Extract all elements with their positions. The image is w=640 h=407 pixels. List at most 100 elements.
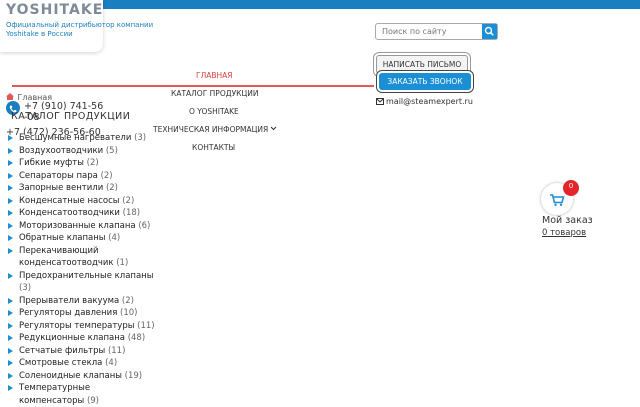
chevron-down-icon bbox=[270, 126, 277, 131]
cart-count-badge: 0 bbox=[563, 180, 579, 196]
arrow-right-icon bbox=[8, 322, 13, 329]
cart-icon bbox=[550, 194, 565, 206]
phone-number-2[interactable]: +7 (472) 236-56-60 bbox=[6, 127, 101, 138]
catalog-item-count: (5) bbox=[105, 145, 118, 156]
logo[interactable]: YOSHITAKE bbox=[6, 2, 104, 18]
catalog-item[interactable]: Обратные клапаны (4) bbox=[8, 232, 158, 245]
catalog-item-count: (11) bbox=[137, 320, 155, 331]
catalog-item-label[interactable]: Соленоидные клапаны bbox=[19, 370, 122, 381]
catalog-item-count: (2) bbox=[105, 183, 118, 193]
catalog-item-count: (18) bbox=[122, 208, 141, 218]
email-link[interactable]: mail@steamexpert.ru bbox=[386, 97, 473, 106]
catalog-item-label[interactable]: Регуляторы температуры bbox=[19, 320, 135, 331]
catalog-item[interactable]: Регуляторы температуры (11) bbox=[8, 320, 158, 333]
my-order-title[interactable]: Мой заказ bbox=[542, 215, 593, 226]
nav-item-contacts[interactable]: КОНТАКТЫ bbox=[192, 143, 236, 152]
catalog-item-count: (4) bbox=[105, 358, 118, 368]
catalog-item[interactable]: Регуляторы давления (10) bbox=[8, 307, 158, 320]
write-letter-button[interactable]: НАПИСАТЬ ПИСЬМО bbox=[376, 55, 468, 74]
nav-underline bbox=[12, 85, 374, 87]
catalog-item-count: (10) bbox=[120, 308, 138, 318]
arrow-right-icon bbox=[8, 210, 13, 216]
catalog-item-label[interactable]: Перекачивающий конденсатоотводчик bbox=[19, 245, 114, 269]
catalog-item-count: (6) bbox=[138, 220, 151, 231]
catalog-item[interactable]: Соленоидные клапаны (19) bbox=[8, 370, 158, 383]
catalog-item-label[interactable]: Сепараторы пара bbox=[19, 170, 98, 181]
phone-number-1-main[interactable]: +7 (910) 741-56 bbox=[24, 101, 104, 112]
breadcrumb-home[interactable]: Главная bbox=[17, 93, 53, 102]
catalog-item[interactable]: Сетчатые фильтры (11) bbox=[8, 345, 158, 358]
catalog-item-count: (2) bbox=[122, 195, 135, 206]
catalog-item-count: (3) bbox=[134, 133, 147, 143]
catalog-item-label[interactable]: Сетчатые фильтры bbox=[19, 345, 106, 356]
catalog-item-label[interactable]: Запорные вентили bbox=[19, 183, 104, 193]
cart-items-link[interactable]: 0 товаров bbox=[542, 228, 587, 238]
catalog-item[interactable]: Воздухоотводчики (5) bbox=[8, 145, 158, 158]
catalog-item-label[interactable]: Прерыватели вакуума bbox=[19, 295, 120, 306]
catalog-item-label[interactable]: Конденсатоотводчики bbox=[19, 208, 120, 218]
catalog-item-label[interactable]: Бесшумные нагреватели bbox=[19, 133, 132, 143]
logo-card[interactable]: YOSHITAKE Официальный дистрибьютор компа… bbox=[0, 0, 153, 52]
nav-item-home[interactable]: ГЛАВНАЯ bbox=[196, 71, 233, 80]
catalog-item-label[interactable]: Регуляторы давления bbox=[19, 308, 118, 318]
phone-icon bbox=[6, 101, 20, 115]
search-input[interactable] bbox=[376, 24, 482, 39]
phone-number-1-end[interactable]: -08 bbox=[24, 112, 40, 123]
nav-item-catalog[interactable]: КАТАЛОГ ПРОДУКЦИИ bbox=[171, 89, 259, 98]
catalog-item[interactable]: Прерыватели вакуума (2) bbox=[8, 295, 158, 308]
arrow-right-icon bbox=[8, 372, 13, 379]
catalog-item-count: (1) bbox=[116, 258, 129, 268]
arrow-right-icon bbox=[8, 160, 13, 166]
catalog-item-label[interactable]: Обратные клапаны bbox=[19, 233, 106, 243]
tagline-line2: Yoshitake в России bbox=[6, 30, 73, 38]
catalog-item-label[interactable]: Гибкие муфты bbox=[19, 158, 84, 168]
catalog-item-label[interactable]: Предохранительные клапаны bbox=[19, 270, 154, 281]
phone-number-1[interactable]: +7 (910) 741-56 -08 bbox=[24, 101, 103, 123]
nav-item-about[interactable]: О YOSHITAKE bbox=[189, 107, 239, 116]
nav-item-tech-info[interactable]: ТЕХНИЧЕСКАЯ ИНФОРМАЦИЯ bbox=[153, 125, 277, 134]
catalog-item-count: (2) bbox=[86, 158, 99, 168]
catalog-item-count: (9) bbox=[86, 395, 99, 406]
arrow-right-icon bbox=[8, 272, 13, 279]
order-call-button[interactable]: ЗАКАЗАТЬ ЗВОНОК bbox=[379, 73, 471, 90]
catalog-item[interactable]: Моторизованные клапана (6) bbox=[8, 220, 158, 233]
catalog-item[interactable]: Сепараторы пара (2) bbox=[8, 170, 158, 183]
catalog-item-label[interactable]: Конденсатные насосы bbox=[19, 195, 120, 206]
breadcrumb: Главная bbox=[6, 93, 52, 102]
catalog-item-label[interactable]: Воздухоотводчики bbox=[19, 145, 104, 156]
catalog-title: КАТАЛОГ ПРОДУКЦИИ bbox=[11, 111, 131, 122]
catalog-item[interactable]: Бесшумные нагреватели (3) bbox=[8, 132, 158, 145]
catalog-item-count: (2) bbox=[100, 170, 113, 181]
arrow-right-icon bbox=[8, 185, 13, 191]
catalog-item-count: (3) bbox=[19, 283, 32, 293]
arrow-right-icon bbox=[8, 247, 13, 254]
search-box bbox=[375, 23, 498, 40]
home-icon bbox=[6, 93, 14, 100]
catalog-item[interactable]: Предохранительные клапаны (3) bbox=[8, 270, 158, 295]
catalog-item-count: (19) bbox=[124, 370, 143, 381]
catalog-item[interactable]: Гибкие муфты (2) bbox=[8, 157, 158, 170]
arrow-right-icon bbox=[8, 347, 13, 354]
arrow-right-icon bbox=[8, 172, 13, 179]
catalog-item[interactable]: Запорные вентили (2) bbox=[8, 182, 158, 195]
nav-item-tech-info-label: ТЕХНИЧЕСКАЯ ИНФОРМАЦИЯ bbox=[153, 125, 269, 134]
catalog-item-label[interactable]: Смотровые стекла bbox=[19, 358, 103, 368]
search-button[interactable] bbox=[482, 24, 497, 39]
catalog-item-label[interactable]: Температурные компенсаторы bbox=[19, 383, 91, 406]
catalog-item-label[interactable]: Моторизованные клапана bbox=[19, 220, 136, 231]
catalog-item[interactable]: Перекачивающий конденсатоотводчик (1) bbox=[8, 245, 158, 270]
email-contact[interactable]: mail@steamexpert.ru bbox=[376, 97, 473, 106]
arrow-right-icon bbox=[8, 335, 13, 341]
catalog-item-count: (2) bbox=[121, 295, 134, 306]
catalog-item[interactable]: Смотровые стекла (4) bbox=[8, 357, 158, 370]
catalog-item-label[interactable]: Редукционные клапана bbox=[19, 333, 125, 343]
catalog-item[interactable]: Конденсатоотводчики (18) bbox=[8, 207, 158, 220]
arrow-right-icon bbox=[8, 235, 13, 241]
search-icon bbox=[484, 26, 494, 36]
catalog-item[interactable]: Редукционные клапана (48) bbox=[8, 332, 158, 345]
catalog-item-count: (4) bbox=[108, 233, 121, 243]
catalog-list: Бесшумные нагреватели (3) Воздухоотводчи… bbox=[8, 132, 158, 407]
arrow-right-icon bbox=[8, 385, 13, 391]
catalog-item[interactable]: Конденсатные насосы (2) bbox=[8, 195, 158, 208]
catalog-item[interactable]: Температурные компенсаторы (9) bbox=[8, 382, 158, 407]
